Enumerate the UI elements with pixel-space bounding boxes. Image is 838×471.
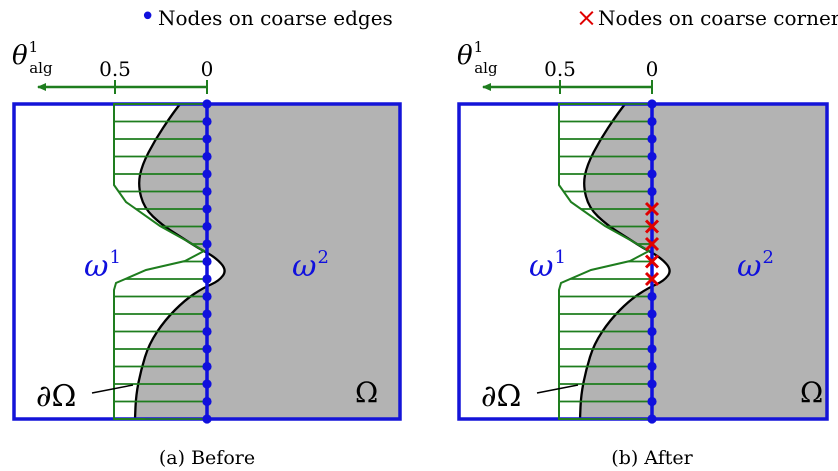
tick-label-0: 0 [646,57,659,81]
edge-node-dot [647,291,657,302]
edge-node-dot [202,169,212,179]
omega2-symbol: ω [737,249,761,284]
edge-node-dot [647,169,657,179]
edge-node-dot [202,256,212,267]
edge-node-dot [647,151,657,162]
theta-sub: alg [29,59,53,77]
edge-node-dot [202,239,212,249]
edge-node-dot [202,151,212,162]
edge-node-dot [647,396,657,407]
omega1-sup: 1 [554,247,565,268]
boundary-leader-line [91,384,134,394]
cross-stroke [644,219,660,234]
edge-node-dot [202,99,212,109]
tick-label-0-5: 0.5 [99,57,131,81]
legend-cross-symbol: × [576,3,597,32]
corner-node-cross [644,201,660,217]
tick-label-0-5: 0.5 [544,57,576,81]
edge-node-dot [202,116,212,127]
omega1-symbol: ω [529,249,553,284]
omega1-label: ω1 [84,247,121,284]
subdomain-omega2-fill [580,104,827,419]
edge-node-dot [647,99,657,109]
omega1-label: ω1 [529,247,566,284]
theta-profile [558,103,652,420]
subdomain-omega2-fill [135,104,400,419]
edge-node-dot [202,344,212,354]
legend-edges-label: Nodes on coarse edges [158,6,393,30]
domain-label: Ω [800,376,823,409]
edge-node-dot [647,344,657,354]
cross-stroke [644,201,660,217]
edge-node-dot [647,414,657,424]
omega1-symbol: ω [84,249,108,284]
theta-sup: 1 [474,38,484,56]
corner-node-cross [644,271,660,287]
edge-node-dot [647,116,657,127]
cross-stroke [644,271,660,287]
domain-label: Ω [355,376,378,409]
theta-sup: 1 [29,38,39,56]
theta-label: θ1 alg [457,38,498,77]
theta-symbol: θ [12,41,28,71]
edge-node-dot [647,186,657,197]
cross-stroke [644,254,660,269]
legend-dot-symbol: • [140,2,155,32]
caption: (b) After [611,447,693,469]
edge-node-dot [202,134,212,144]
omega2-label: ω2 [292,247,329,284]
legend-corners-label: Nodes on coarse corners [598,6,838,30]
omega2-sup: 2 [317,247,328,268]
edge-node-dot [647,361,657,372]
edge-node-dot [202,379,212,389]
cross-stroke [644,236,660,252]
edge-node-dot [202,221,212,232]
omega2-symbol: ω [292,249,316,284]
edge-node-dot [647,309,657,319]
edge-node-dot [647,326,657,337]
theta-profile [113,103,207,420]
edge-node-dot [647,134,657,144]
interface-nodes [202,99,212,424]
edge-node-dot [647,379,657,389]
edge-node-dot [202,309,212,319]
corner-node-cross [644,236,660,252]
theta-label: θ1 alg [12,38,53,77]
omega2-sup: 2 [762,247,773,268]
corner-node-cross [644,219,660,234]
edge-node-dot [202,291,212,302]
theta-symbol: θ [457,41,473,71]
legend: • Nodes on coarse edges × Nodes on coars… [140,2,838,32]
boundary-label: ∂Ω [481,379,521,414]
edge-node-dot [202,414,212,424]
edge-node-dot [202,396,212,407]
omega1-sup: 1 [109,247,120,268]
edge-node-dot [202,274,212,284]
interface-nodes [647,99,657,424]
theta-sub: alg [474,59,498,77]
caption: (a) Before [159,447,255,469]
theta-axis: 0.5 0 θ1 alg [457,38,658,94]
edge-node-dot [202,186,212,197]
corner-node-cross [644,254,660,269]
edge-node-dot [202,204,212,214]
omega2-label: ω2 [737,247,774,284]
boundary-label: ∂Ω [36,379,76,414]
theta-axis: 0.5 0 θ1 alg [12,38,213,94]
edge-node-dot [202,361,212,372]
tick-label-0: 0 [201,57,214,81]
corner-nodes [644,201,660,287]
boundary-leader-line [536,384,579,394]
edge-node-dot [202,326,212,337]
